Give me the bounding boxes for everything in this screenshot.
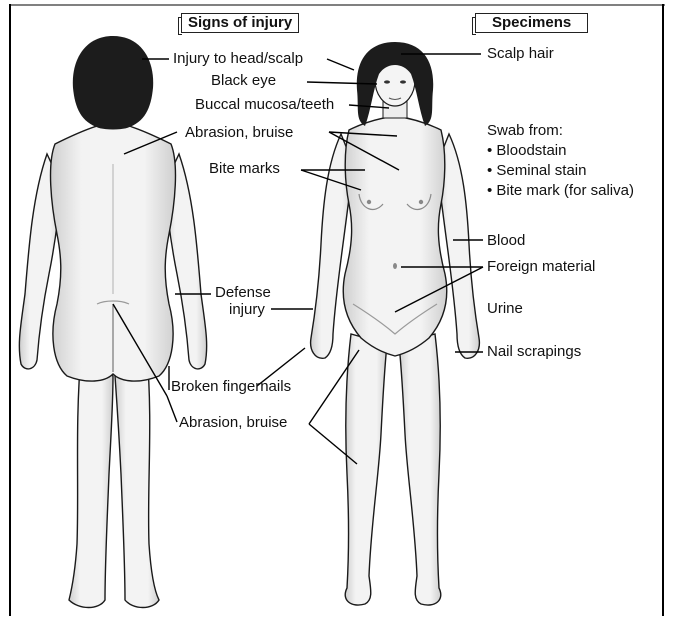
body-diagram <box>9 4 665 616</box>
label-swab-bloodstain: • Bloodstain <box>487 142 566 159</box>
label-swab-from: Swab from: <box>487 122 563 139</box>
leader-scalp-left <box>327 59 354 70</box>
label-defense-line1: Defense <box>215 284 271 301</box>
label-foreign-material: Foreign material <box>487 258 595 275</box>
label-urine: Urine <box>487 300 523 317</box>
label-swab-seminal-stain: • Seminal stain <box>487 162 586 179</box>
header-specimens: Specimens <box>475 13 588 33</box>
label-nail-scrapings: Nail scrapings <box>487 343 581 360</box>
figure-frame: Signs of injury Specimens Injury to head… <box>9 4 665 616</box>
label-defense-line2: injury <box>229 301 265 318</box>
label-black-eye: Black eye <box>211 72 276 89</box>
leader-abrasion-lower-back-b <box>167 396 177 422</box>
label-scalp-hair: Scalp hair <box>487 45 554 62</box>
back-view-figure <box>19 36 206 608</box>
label-injury-head-scalp: Injury to head/scalp <box>173 50 303 67</box>
label-blood: Blood <box>487 232 525 249</box>
label-bite-marks: Bite marks <box>209 160 280 177</box>
label-abrasion-bruise-upper: Abrasion, bruise <box>185 124 293 141</box>
label-buccal-mucosa-teeth: Buccal mucosa/teeth <box>195 96 334 113</box>
label-broken-fingernails: Broken fingernails <box>171 378 291 395</box>
label-swab-bite-mark: • Bite mark (for saliva) <box>487 182 634 199</box>
front-view-figure <box>311 42 480 605</box>
label-abrasion-bruise-lower: Abrasion, bruise <box>179 414 287 431</box>
header-signs-of-injury: Signs of injury <box>181 13 299 33</box>
